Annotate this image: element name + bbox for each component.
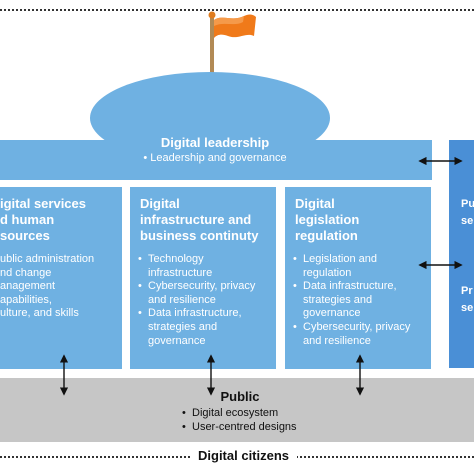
- column-title: igital services d human sources: [0, 196, 86, 243]
- column-bullets: Technology infrastructure Cybersecurity,…: [138, 253, 270, 348]
- column-digital-legislation: Digital legislation regulation Legislati…: [285, 187, 431, 369]
- leadership-bullet-text: Leadership and governance: [150, 152, 287, 164]
- public-bullet: User-centred designs: [182, 421, 330, 435]
- column-title: Digital infrastructure and business cont…: [140, 196, 259, 243]
- right-panel-bottom-text: Pr se: [461, 285, 474, 314]
- public-text: Public Digital ecosystem User-centred de…: [150, 389, 330, 434]
- column-bullet: Data infrastructure, strategies and gove…: [138, 307, 270, 348]
- column-bullet: Data infrastructure, strategies and gove…: [293, 280, 427, 321]
- leadership-bullet: • Leadership and governance: [143, 152, 287, 164]
- column-bullet: apabilities,: [0, 293, 52, 306]
- column-bullets: Legislation and regulation Data infrastr…: [293, 253, 427, 348]
- public-title: Public: [220, 389, 260, 404]
- leadership-title: Digital leadership: [160, 135, 270, 150]
- top-dotted-divider: [0, 9, 474, 11]
- column-digital-services: igital services d human sources ublic ad…: [0, 187, 122, 369]
- column-bullet: Cybersecurity, privacy and resilience: [293, 321, 427, 348]
- column-bullet: ulture, and skills: [0, 307, 79, 320]
- public-bullet: Digital ecosystem: [182, 407, 330, 421]
- flag-icon: [208, 11, 256, 76]
- column-title: Digital legislation regulation: [295, 196, 360, 243]
- column-bullet: Cybersecurity, privacy and resilience: [138, 280, 270, 307]
- right-panel: Pu se Pr se: [449, 140, 474, 368]
- leadership-bar: [0, 140, 432, 180]
- column-bullet: nd change: [0, 266, 52, 279]
- public-bullets: Digital ecosystem User-centred designs: [150, 407, 330, 434]
- column-bullet: Technology infrastructure: [138, 253, 270, 280]
- column-bullet: ublic administration: [0, 253, 95, 265]
- column-digital-infrastructure: Digital infrastructure and business cont…: [130, 187, 276, 369]
- column-bullet: Legislation and regulation: [293, 253, 427, 280]
- column-bullets: ublic administration nd change anagement…: [0, 253, 120, 321]
- leadership-text: Digital leadership • Leadership and gove…: [120, 135, 310, 165]
- footer-title: Digital citizens: [190, 448, 298, 464]
- right-panel-top-text: Pu se: [461, 198, 474, 227]
- column-bullet: anagement: [0, 280, 56, 293]
